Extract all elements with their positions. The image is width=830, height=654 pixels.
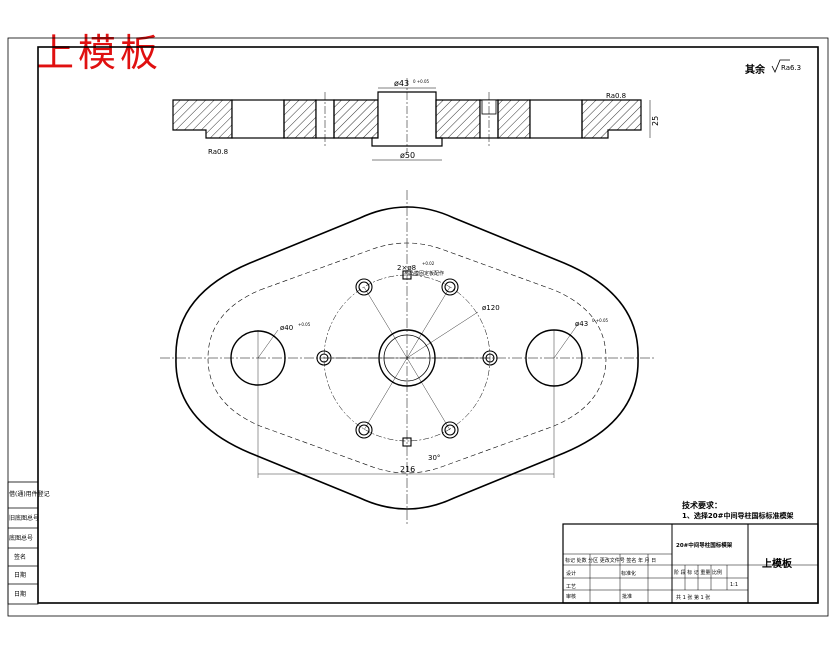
svg-text:+0.05: +0.05 <box>298 322 311 327</box>
drawing-title-stamp: 上模板 <box>36 31 163 75</box>
svg-text:ø120: ø120 <box>482 304 500 312</box>
svg-text:标记 处数 分区 更改文件号 签名 年 月 日: 标记 处数 分区 更改文件号 签名 年 月 日 <box>565 557 656 564</box>
svg-text:ø50: ø50 <box>400 151 415 160</box>
svg-text:30°: 30° <box>428 454 440 462</box>
plan-view: 2×ø8 +0.02 与凸模固定板配作 ø120 ø40 +0.05 ø43 0… <box>160 190 656 526</box>
svg-text:阶 段 标 记 重量 比例: 阶 段 标 记 重量 比例 <box>674 569 722 576</box>
svg-text:设计: 设计 <box>566 570 576 577</box>
svg-text:ø43: ø43 <box>575 320 588 328</box>
tech-req-line: 1、选择20#中间导柱国标标准模架 <box>682 511 793 520</box>
svg-text:216: 216 <box>400 465 415 474</box>
plate-outline <box>175 206 639 510</box>
svg-text:日期: 日期 <box>14 571 26 579</box>
svg-text:工艺: 工艺 <box>566 584 576 590</box>
svg-text:2×ø8: 2×ø8 <box>397 264 416 272</box>
svg-text:审核: 审核 <box>566 593 576 600</box>
svg-text:底图总号: 底图总号 <box>9 534 33 542</box>
roughness-value: Ra6.3 <box>781 64 801 72</box>
inner-border <box>37 46 819 604</box>
svg-text:20#中间导柱国标模架: 20#中间导柱国标模架 <box>676 541 733 549</box>
svg-text:25: 25 <box>651 116 660 126</box>
svg-text:Ra0.8: Ra0.8 <box>606 92 626 100</box>
svg-text:Ra0.8: Ra0.8 <box>208 148 228 156</box>
svg-text:日期: 日期 <box>14 590 26 598</box>
svg-text:批准: 批准 <box>622 593 632 600</box>
title-block-part-name: 上模板 <box>762 557 793 570</box>
svg-text:共 1 张 第 1 张: 共 1 张 第 1 张 <box>676 594 710 601</box>
svg-text:0 +0.05: 0 +0.05 <box>592 318 609 323</box>
svg-text:借(通)用件登记: 借(通)用件登记 <box>9 490 50 498</box>
svg-text:与凸模固定板配作: 与凸模固定板配作 <box>404 270 444 277</box>
section-view: ø43 0 +0.05 ø50 25 Ra0.8 Ra0.8 <box>172 78 660 161</box>
svg-text:+0.02: +0.02 <box>422 261 435 266</box>
side-strip <box>7 481 39 605</box>
roughness-symbol <box>771 59 790 73</box>
outer-border <box>7 37 829 617</box>
svg-text:ø40: ø40 <box>280 324 293 332</box>
svg-text:ø43: ø43 <box>394 79 409 88</box>
svg-text:0 +0.05: 0 +0.05 <box>413 79 430 84</box>
svg-text:1:1: 1:1 <box>730 582 738 588</box>
roughness-note: 其余 <box>745 63 766 76</box>
tech-req-title: 技术要求： <box>682 500 722 510</box>
title-block <box>562 523 819 604</box>
svg-text:标准化: 标准化 <box>621 570 636 577</box>
svg-text:签名: 签名 <box>14 553 26 561</box>
svg-text:旧底图总号: 旧底图总号 <box>9 514 39 522</box>
